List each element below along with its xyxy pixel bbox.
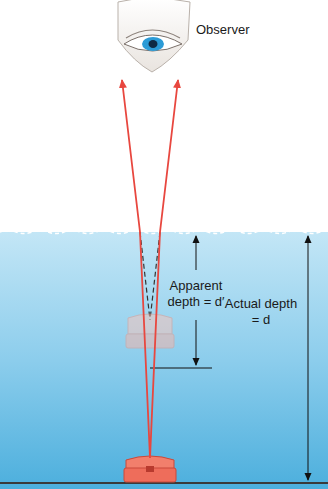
water — [0, 232, 328, 489]
dimension-arrow — [196, 236, 197, 270]
actual-chest — [124, 456, 176, 482]
apparent-depth-level — [150, 368, 212, 369]
light-ray — [150, 80, 178, 458]
dimension-label: Actual depth = d — [222, 296, 300, 328]
dimension-arrow — [308, 236, 309, 330]
dimension-arrow — [196, 320, 197, 365]
observer-label: Observer — [196, 22, 286, 38]
dimension-arrow — [308, 330, 309, 480]
apparent-chest — [126, 314, 174, 348]
dimension-label: Apparent depth = d′ — [157, 278, 235, 310]
water-surface — [0, 231, 328, 234]
light-ray — [122, 80, 150, 458]
observer-eye — [118, 0, 190, 72]
